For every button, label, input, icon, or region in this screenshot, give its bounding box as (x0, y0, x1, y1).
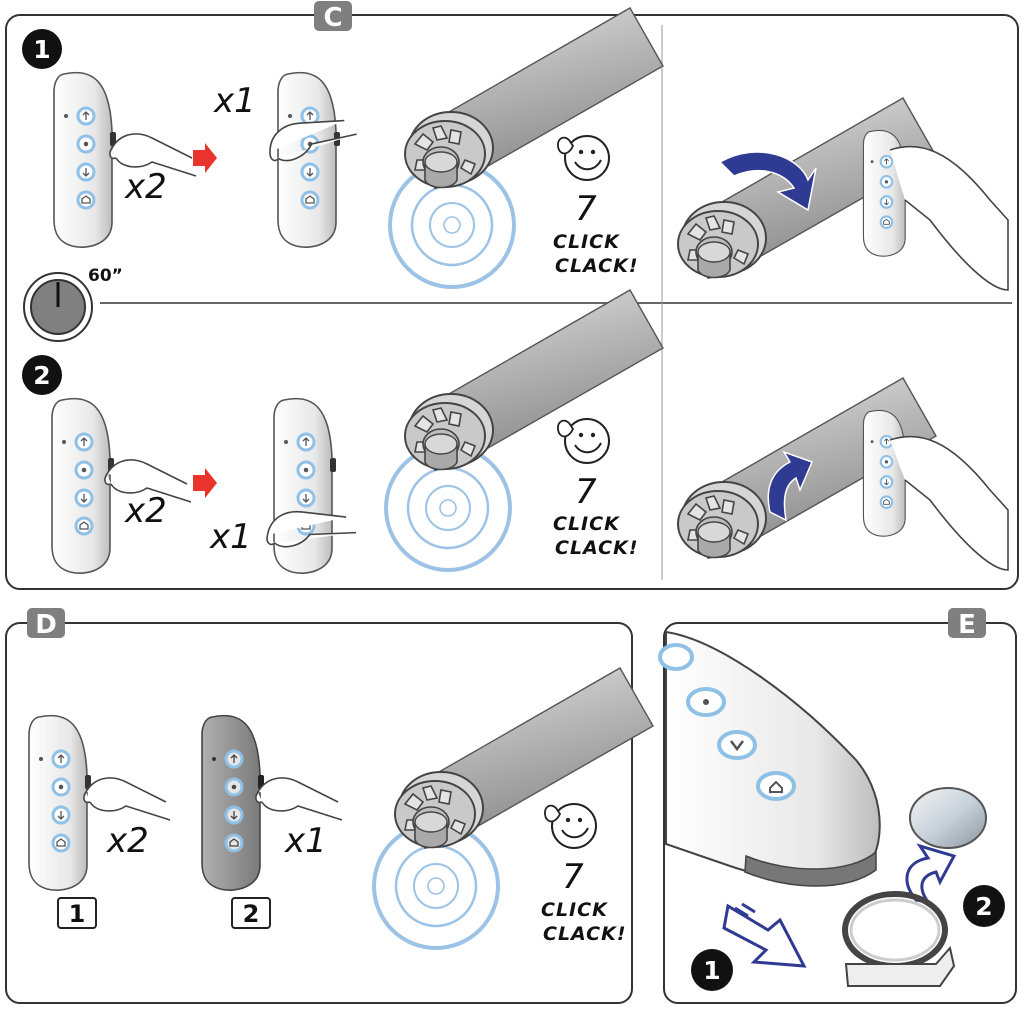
coin-battery (909, 787, 987, 849)
step-one-badge (22, 29, 62, 69)
step-e1-badge (691, 949, 733, 991)
panel-c-letter: C (323, 3, 342, 33)
clack-text-2: CLACK! (555, 537, 639, 559)
remote-press-twice (52, 71, 118, 249)
panel-e-letter: E (958, 610, 976, 640)
red-arrow-2-icon (193, 468, 217, 498)
panel-c: C 1 x2 x1 7 CLICK CLACK! 60” 2 (5, 1, 1019, 590)
panel-e-badge (948, 608, 986, 638)
panel-d: D x2 1 x1 2 7 CLICK CLACK! (5, 608, 654, 1004)
remote-2 (200, 714, 266, 892)
timer-label: 60” (88, 266, 123, 286)
click-text-d: CLICK (541, 899, 608, 921)
panel-d-x1-label: x1 (284, 821, 327, 861)
remote-box-2 (231, 897, 271, 929)
step-e2-number: 2 (975, 892, 992, 921)
clack-text: CLACK! (555, 255, 639, 277)
step-e2-badge (963, 885, 1005, 927)
remote-box-1-number: 1 (69, 900, 86, 928)
clack-text-d: CLACK! (543, 923, 627, 945)
step-two-badge (22, 355, 62, 395)
click-number: 7 (575, 189, 597, 229)
down-icon (730, 740, 744, 752)
battery-cover-tab (844, 945, 956, 987)
click-number-d: 7 (562, 857, 584, 897)
stop-icon (703, 699, 709, 705)
step-one-number: 1 (33, 35, 50, 64)
panel-e: E 1 2 (658, 608, 1017, 1004)
remote-box-2-number: 2 (243, 900, 260, 928)
step-two-x1-label: x1 (209, 517, 252, 557)
step-e1-number: 1 (703, 956, 720, 985)
panel-c-badge (314, 1, 352, 31)
home-icon (769, 780, 783, 793)
hand-2-icon (889, 435, 1009, 571)
rotate-up-arrow-icon (767, 450, 814, 522)
battery-slot (744, 850, 877, 887)
panel-d-x2-label: x2 (106, 821, 149, 861)
slide-out-arrow-icon (722, 903, 807, 968)
rotate-down-arrow-icon (718, 151, 817, 212)
remote-hold-up (862, 409, 910, 538)
slide-stripes (734, 902, 756, 918)
step-one-x2-label: x2 (124, 167, 167, 207)
red-arrow-icon (193, 143, 217, 173)
remote-1 (27, 714, 93, 892)
step-two-x2-label: x2 (124, 491, 167, 531)
step-one-x1-label: x1 (213, 81, 256, 121)
panel-d-badge (27, 608, 65, 638)
click-text: CLICK (553, 231, 620, 253)
panel-d-letter: D (35, 610, 57, 640)
click-text-2: CLICK (553, 513, 620, 535)
remote-large-buttons (658, 643, 796, 801)
lift-arrow-icon (905, 843, 957, 905)
remote-box-1 (57, 897, 97, 929)
hand-icon (889, 145, 1009, 291)
step-two-number: 2 (33, 361, 50, 390)
remote-press-twice-2 (50, 397, 116, 575)
battery-cover-inner (849, 898, 941, 962)
click-number-2: 7 (575, 472, 597, 512)
